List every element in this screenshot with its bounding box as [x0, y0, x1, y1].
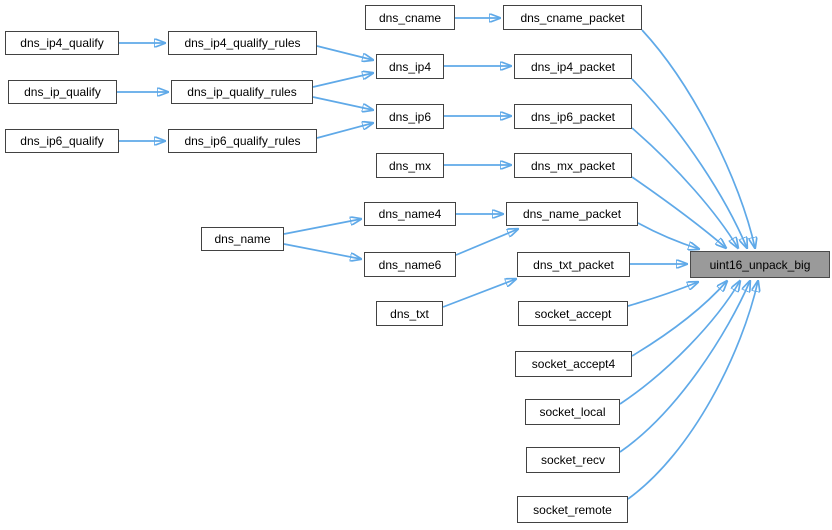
- edge-dns_name6-to-dns_name_packet: [455, 229, 518, 256]
- node-dns_name6[interactable]: dns_name6: [364, 252, 456, 277]
- node-socket_remote[interactable]: socket_remote: [517, 496, 628, 523]
- node-dns_ip6_qualify_rules[interactable]: dns_ip6_qualify_rules: [168, 129, 317, 153]
- node-dns_name_packet[interactable]: dns_name_packet: [506, 202, 638, 226]
- node-dns_txt[interactable]: dns_txt: [376, 301, 443, 326]
- node-socket_accept[interactable]: socket_accept: [518, 301, 628, 326]
- node-dns_mx[interactable]: dns_mx: [376, 153, 444, 178]
- node-dns_mx_packet[interactable]: dns_mx_packet: [514, 153, 632, 178]
- node-socket_local[interactable]: socket_local: [525, 399, 620, 425]
- node-socket_accept4[interactable]: socket_accept4: [515, 351, 632, 377]
- node-dns_txt_packet[interactable]: dns_txt_packet: [517, 252, 630, 277]
- node-dns_ip4_qualify[interactable]: dns_ip4_qualify: [5, 31, 119, 55]
- node-dns_ip4_packet[interactable]: dns_ip4_packet: [514, 54, 632, 79]
- node-dns_ip_qualify_rules[interactable]: dns_ip_qualify_rules: [171, 80, 313, 104]
- edge-dns_ip_qualify_rules-to-dns_ip4: [312, 73, 373, 88]
- edge-dns_ip6_qualify_rules-to-dns_ip6: [316, 123, 373, 139]
- node-dns_cname_packet[interactable]: dns_cname_packet: [503, 5, 642, 30]
- edge-dns_ip_qualify_rules-to-dns_ip6: [312, 96, 373, 110]
- edge-dns_name_packet-to-uint16_unpack_big: [637, 222, 699, 249]
- edge-socket_local-to-uint16_unpack_big: [619, 281, 740, 405]
- edge-socket_recv-to-uint16_unpack_big: [619, 281, 750, 453]
- node-dns_ip4[interactable]: dns_ip4: [376, 54, 444, 79]
- edge-dns_cname_packet-to-uint16_unpack_big: [641, 29, 755, 248]
- node-socket_recv[interactable]: socket_recv: [526, 447, 620, 473]
- edge-dns_ip6_packet-to-uint16_unpack_big: [631, 127, 738, 248]
- node-dns_cname[interactable]: dns_cname: [365, 5, 455, 30]
- node-dns_name4[interactable]: dns_name4: [364, 202, 456, 226]
- node-dns_name[interactable]: dns_name: [201, 227, 284, 251]
- edge-dns_name-to-dns_name4: [283, 219, 361, 235]
- node-dns_ip6_qualify[interactable]: dns_ip6_qualify: [5, 129, 119, 153]
- edge-dns_ip4_qualify_rules-to-dns_ip4: [316, 45, 373, 60]
- node-dns_ip4_qualify_rules[interactable]: dns_ip4_qualify_rules: [168, 31, 317, 55]
- edge-dns_ip4_packet-to-uint16_unpack_big: [631, 78, 747, 248]
- edge-dns_mx_packet-to-uint16_unpack_big: [631, 176, 726, 248]
- edge-dns_txt-to-dns_txt_packet: [442, 279, 516, 308]
- node-uint16_unpack_big: uint16_unpack_big: [690, 251, 830, 278]
- edge-socket_accept4-to-uint16_unpack_big: [631, 281, 727, 357]
- node-dns_ip6[interactable]: dns_ip6: [376, 104, 444, 129]
- node-dns_ip6_packet[interactable]: dns_ip6_packet: [514, 104, 632, 129]
- edge-dns_name-to-dns_name6: [283, 243, 361, 259]
- edge-socket_remote-to-uint16_unpack_big: [627, 281, 758, 500]
- edge-socket_accept-to-uint16_unpack_big: [627, 282, 698, 307]
- node-dns_ip_qualify[interactable]: dns_ip_qualify: [8, 80, 117, 104]
